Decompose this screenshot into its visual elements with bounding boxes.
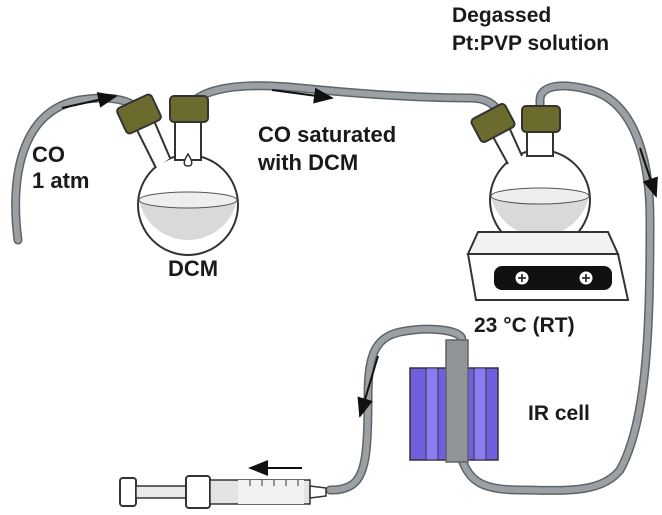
flask1-cap-right bbox=[169, 95, 209, 123]
arrow-transfer bbox=[271, 87, 334, 104]
stirrer-plate bbox=[466, 231, 630, 301]
syringe-plunger-head bbox=[119, 477, 137, 507]
ir-cell bbox=[409, 339, 499, 463]
dcm-flask bbox=[116, 93, 239, 256]
flask2-cap-right bbox=[521, 105, 561, 133]
label-ir-cell: IR cell bbox=[528, 402, 590, 425]
label-co: CO bbox=[32, 142, 65, 167]
tubing bbox=[11, 81, 655, 495]
syringe bbox=[119, 475, 327, 509]
reaction-flask bbox=[470, 103, 591, 251]
flask2-cap-left bbox=[470, 103, 516, 143]
drop-icon bbox=[183, 152, 193, 167]
flow-arrows bbox=[61, 87, 658, 476]
label-co-pressure: 1 atm bbox=[32, 168, 89, 193]
labels: CO 1 atm DCM CO saturated with DCM Degas… bbox=[32, 4, 609, 425]
label-dcm: DCM bbox=[168, 256, 218, 281]
label-pt-pvp: Pt:PVP solution bbox=[452, 32, 609, 55]
label-degassed: Degassed bbox=[452, 4, 551, 27]
arrow-to-syringe bbox=[357, 355, 379, 418]
ir-cell-tube bbox=[445, 339, 469, 463]
arrow-inlet bbox=[61, 92, 118, 109]
label-co-saturated: CO saturated bbox=[258, 122, 396, 147]
label-temperature: 23 °C (RT) bbox=[474, 314, 575, 337]
label-with-dcm: with DCM bbox=[257, 150, 358, 175]
flask1-cap-left bbox=[116, 93, 162, 135]
arrow-outlet bbox=[639, 147, 658, 198]
stirrer-panel bbox=[494, 266, 612, 290]
